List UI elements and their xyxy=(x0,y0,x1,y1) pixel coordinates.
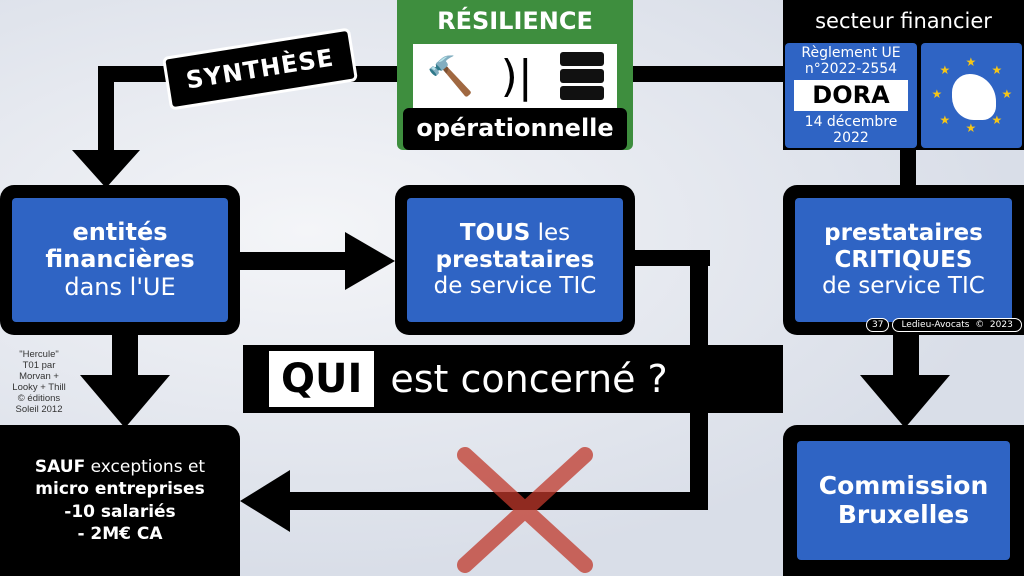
slide-footer: 37 Ledieu-Avocats © 2023 xyxy=(866,318,1022,332)
credit-line: T01 par xyxy=(22,359,56,371)
question-banner: QUI est concerné ? xyxy=(243,345,783,413)
arrow-head xyxy=(240,470,290,532)
resilience-subtitle: opérationnelle xyxy=(403,108,627,150)
commission-line1: Commission xyxy=(818,470,989,500)
reglement-label: Règlement UE xyxy=(801,44,901,61)
tous-bold: TOUS xyxy=(459,220,531,247)
sauf-line2: micro entreprises xyxy=(35,479,205,500)
red-cross-icon xyxy=(457,447,593,573)
dora-label: DORA xyxy=(794,79,908,112)
resilience-panel: RÉSILIENCE 🔨 )| opérationnelle xyxy=(397,0,633,150)
critiques-container: prestataires CRITIQUES de service TIC xyxy=(783,185,1024,335)
question-text: est concerné ? xyxy=(390,357,668,401)
arrow-down-shaft xyxy=(98,66,114,156)
resilience-icons: 🔨 )| xyxy=(413,44,617,108)
credit-line: Looky + Thill xyxy=(12,381,66,393)
reglement-number: n°2022-2554 xyxy=(804,60,898,77)
footer-author: Ledieu-Avocats © 2023 xyxy=(892,318,1022,332)
page-number: 37 xyxy=(866,318,890,332)
tous-box: TOUS les prestataires de service TIC xyxy=(407,198,623,322)
commission-line2: Bruxelles xyxy=(837,499,970,529)
entites-line3: dans l'UE xyxy=(64,272,176,301)
secteur-label: secteur financier xyxy=(815,9,992,33)
tous-line3: de service TIC xyxy=(433,273,597,300)
sauf-box: SAUF exceptions et micro entreprises -10… xyxy=(0,425,240,576)
critiques-line2: CRITIQUES xyxy=(834,246,973,273)
eu-map-flag-icon: ★★★★★★★★ xyxy=(921,43,1022,148)
tous-container: TOUS les prestataires de service TIC xyxy=(395,185,635,335)
server-icon xyxy=(559,52,604,100)
qui-label: QUI xyxy=(269,351,375,407)
credit-line: "Hercule" xyxy=(19,349,59,360)
resilience-title: RÉSILIENCE xyxy=(437,7,593,35)
arrow-head xyxy=(860,375,950,428)
arrow-head xyxy=(72,150,140,188)
arrow-head xyxy=(80,375,170,428)
sauf-line4: - 2M€ CA xyxy=(77,523,163,544)
arrow-head xyxy=(345,232,395,290)
entites-box: entités financières dans l'UE xyxy=(12,198,228,322)
critiques-line1: prestataires xyxy=(824,220,983,247)
reglement-date: 14 décembre 2022 xyxy=(804,114,898,147)
tous-line1: les xyxy=(530,220,571,247)
credit-line: © éditions xyxy=(17,392,61,404)
dora-connector xyxy=(900,140,916,190)
credit-line: Morvan + xyxy=(19,370,59,382)
shield-wall-icon: )| xyxy=(500,50,533,102)
commission-box: Commission Bruxelles xyxy=(797,441,1010,560)
entites-container: entités financières dans l'UE xyxy=(0,185,240,335)
sauf-bold: SAUF xyxy=(34,457,86,478)
commission-container: Commission Bruxelles xyxy=(783,425,1024,576)
sauf-line1: exceptions et xyxy=(85,457,206,478)
sauf-line3: -10 salariés xyxy=(64,501,176,522)
synthese-label: SYNTHÈSE xyxy=(184,43,336,95)
entites-line1: entités xyxy=(72,217,168,246)
entites-line2: financières xyxy=(45,245,195,274)
tous-line2: prestataires xyxy=(435,246,595,273)
dora-box: Règlement UE n°2022-2554 DORA 14 décembr… xyxy=(785,43,917,148)
credit-line: Soleil 2012 xyxy=(15,403,63,415)
arrow-right-shaft xyxy=(238,252,350,270)
critiques-box: prestataires CRITIQUES de service TIC xyxy=(795,198,1012,322)
critiques-line3: de service TIC xyxy=(822,273,985,300)
hammer-impact-icon: 🔨 xyxy=(426,53,474,98)
secteur-panel: secteur financier Règlement UE n°2022-25… xyxy=(783,0,1024,150)
